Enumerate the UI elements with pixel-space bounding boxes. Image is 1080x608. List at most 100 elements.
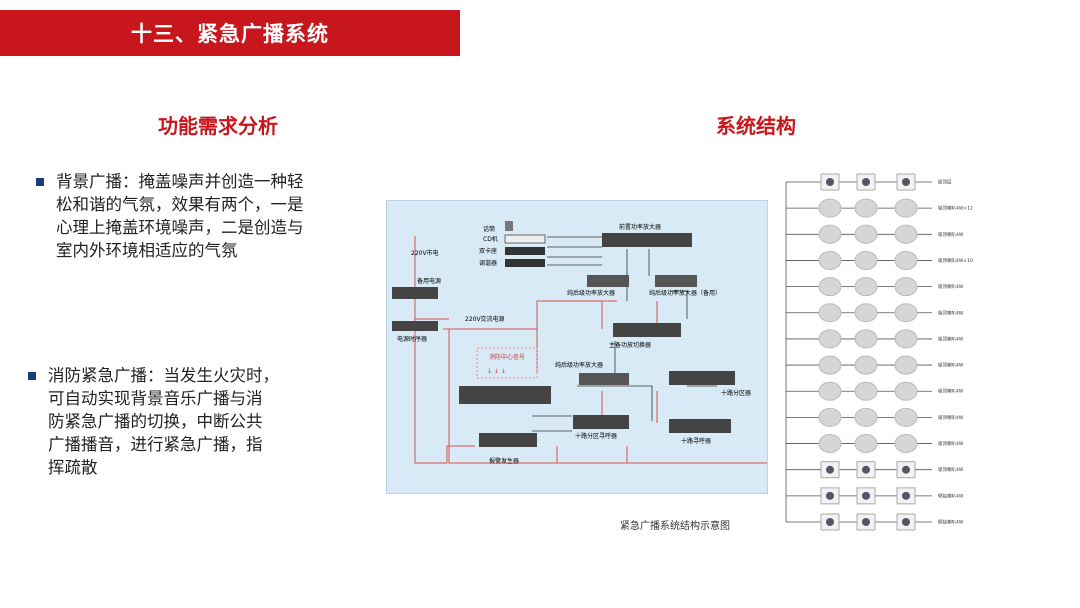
- label-amp-emergency: 纯后级功率放大器: [555, 361, 603, 369]
- ceiling-speaker-icon: [854, 434, 878, 454]
- label-source-tuner: 调谐器: [479, 259, 497, 267]
- zone-row: 吸顶喇叭4W: [786, 329, 964, 349]
- zone-row: 吸顶喇叭4W: [786, 381, 964, 401]
- ceiling-speaker-icon: [854, 355, 878, 375]
- speaker-cone-icon: [902, 518, 910, 526]
- zone-label: 吸顶喇叭4W: [938, 335, 964, 342]
- ceiling-speaker-icon: [894, 303, 918, 323]
- ceiling-speaker-icon: [894, 250, 918, 270]
- ceiling-speaker-icon: [818, 224, 842, 244]
- label-alarm-generator: 报警发生器: [489, 457, 519, 465]
- bullet-text: 消防紧急广播：当发生火灾时， 可自动实现背景音乐广播与消 防紧急广播的切换，中断…: [48, 366, 279, 477]
- ceiling-speaker-icon: [818, 355, 842, 375]
- ceiling-speaker-icon: [818, 198, 842, 218]
- power-sequencer-device: [392, 321, 438, 331]
- speaker-cone-icon: [862, 465, 870, 474]
- zone-row: 吸顶喇叭4W: [786, 407, 964, 427]
- zone-label: 吸顶喇叭4W: [938, 231, 964, 238]
- cd-device: [504, 234, 546, 244]
- zone-label: 吸顶喇叭4W: [938, 440, 964, 447]
- label-ac-220: 220V交流电源: [465, 315, 505, 323]
- zone-row: 吸顶喇叭4W×10: [786, 250, 973, 270]
- ceiling-speaker-icon: [818, 381, 842, 401]
- label-mains: 220V市电: [411, 249, 439, 257]
- zone-row: 吸顶喇叭4W: [786, 303, 964, 323]
- zone-row: 吸顶喇叭4W: [786, 461, 964, 479]
- ceiling-speaker-icon: [854, 407, 878, 427]
- title-bar: 十三、紧急广播系统: [0, 10, 460, 56]
- speaker-cone-icon: [902, 178, 910, 186]
- ceiling-speaker-icon: [818, 303, 842, 323]
- ceiling-speaker-icon: [818, 277, 842, 297]
- ceiling-speaker-icon: [894, 407, 918, 427]
- paging-device: [669, 419, 731, 433]
- label-source-deck: 双卡座: [479, 247, 497, 255]
- label-paging: 十路寻呼器: [681, 437, 711, 445]
- zone-row: 壁挂喇叭4W: [786, 513, 964, 531]
- microphone-device: [505, 221, 513, 231]
- zone-row: 壁挂喇叭4W: [786, 487, 964, 505]
- speaker-cone-icon: [902, 491, 910, 500]
- label-source-mic: 话筒: [483, 225, 495, 233]
- label-amp-main: 纯后级功率放大器: [567, 289, 615, 297]
- speaker-cone-icon: [902, 465, 910, 474]
- heading-system-structure: 系统结构: [716, 114, 796, 138]
- ceiling-speaker-icon: [894, 434, 918, 454]
- zone-label: 壁挂喇叭4W: [938, 519, 964, 526]
- alarm-generator-device: [479, 433, 537, 447]
- bullet-background-broadcast: 背景广播：掩盖噪声并创造一种轻 松和谐的气氛，效果有两个，一是 心理上掩盖环境噪…: [36, 170, 304, 262]
- zone-row: 屋顶层: [786, 173, 952, 191]
- ceiling-speaker-icon: [854, 198, 878, 218]
- label-amp-backup: 纯后级功率放大器（备用）: [649, 289, 721, 297]
- ceiling-speaker-icon: [894, 381, 918, 401]
- zone-label: 壁挂喇叭4W: [938, 492, 964, 499]
- ceiling-speaker-icon: [818, 434, 842, 454]
- ceiling-speaker-icon: [894, 224, 918, 244]
- preamp-device: [602, 233, 692, 247]
- speaker-cone-icon: [826, 178, 834, 186]
- zone-label: 吸顶喇叭4W: [938, 466, 964, 473]
- ceiling-speaker-icon: [818, 407, 842, 427]
- speaker-cone-icon: [826, 465, 834, 474]
- ceiling-speaker-icon: [854, 224, 878, 244]
- speaker-cone-icon: [826, 491, 834, 500]
- label-preamp: 前置功率放大器: [619, 223, 661, 231]
- zone-label: 吸顶喇叭4W: [938, 362, 964, 369]
- tuner-device: [505, 259, 545, 267]
- speaker-cone-icon: [862, 491, 870, 500]
- zone-row: 吸顶喇叭4W: [786, 355, 964, 375]
- bullet-emergency-broadcast: 消防紧急广播：当发生火灾时， 可自动实现背景音乐广播与消 防紧急广播的切换，中断…: [28, 364, 279, 479]
- amp-emergency-device: [579, 373, 629, 385]
- fire-signal-arrows: ↓ ↓ ↓: [487, 368, 506, 375]
- zone-row: 吸顶喇叭4W: [786, 434, 964, 454]
- heading-function-analysis: 功能需求分析: [158, 114, 278, 138]
- zone-selector-device: [669, 371, 735, 385]
- zone-label: 吸顶喇叭4W: [938, 283, 964, 290]
- ceiling-speaker-icon: [854, 329, 878, 349]
- bullet-text: 背景广播：掩盖噪声并创造一种轻 松和谐的气氛，效果有两个，一是 心理上掩盖环境噪…: [56, 172, 304, 260]
- label-zone-paging: 十路分区寻呼器: [575, 432, 617, 440]
- broadcast-mixer-device: [459, 386, 551, 404]
- zone-label: 吸顶喇叭4W×10: [938, 257, 973, 264]
- ceiling-speaker-icon: [894, 355, 918, 375]
- label-switcher: 主备功放切换器: [609, 341, 651, 349]
- label-source-cd: CD机: [483, 235, 498, 243]
- label-fire-signal: 消防中心信号: [489, 353, 525, 361]
- bullet-square-icon: [28, 372, 36, 380]
- zone-label: 屋顶层: [938, 180, 952, 186]
- speaker-cone-icon: [862, 178, 870, 186]
- ceiling-speaker-icon: [854, 381, 878, 401]
- amp-main-device: [587, 275, 629, 287]
- ceiling-speaker-icon: [818, 329, 842, 349]
- backup-power-device: [392, 287, 438, 299]
- page-title: 十三、紧急广播系统: [131, 22, 329, 46]
- speaker-cone-icon: [862, 518, 870, 526]
- speaker-cone-icon: [826, 518, 834, 526]
- zone-rows: 屋顶层吸顶喇叭4W×12吸顶喇叭4W吸顶喇叭4W×10吸顶喇叭4W吸顶喇叭4W吸…: [786, 173, 973, 531]
- zone-row: 吸顶喇叭4W: [786, 277, 964, 297]
- ceiling-speaker-icon: [894, 277, 918, 297]
- ceiling-speaker-icon: [854, 250, 878, 270]
- zone-label: 吸顶喇叭4W: [938, 414, 964, 421]
- ceiling-speaker-icon: [854, 303, 878, 323]
